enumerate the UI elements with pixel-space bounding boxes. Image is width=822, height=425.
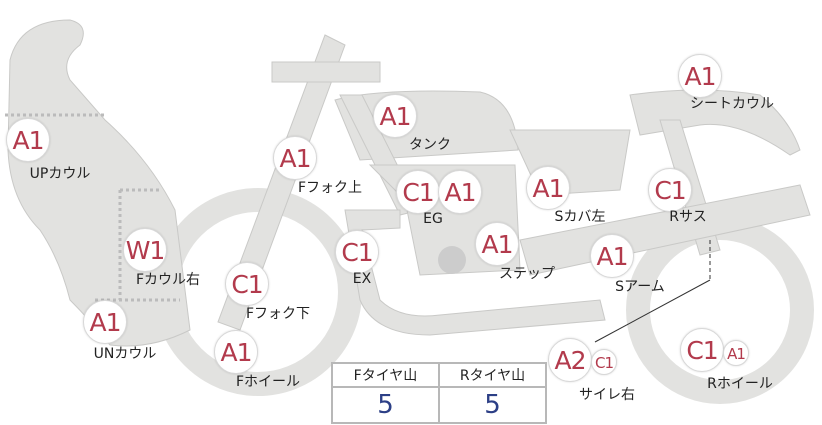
damage-code-badge: W1 (123, 228, 167, 272)
part-label: UPカウル (29, 166, 91, 182)
part-label: シートカウル (690, 96, 774, 112)
damage-code-badge: A1 (590, 234, 634, 278)
part-label: Fホイール (235, 374, 301, 390)
part-label: Sアーム (615, 279, 665, 295)
part-label: サイレ右 (579, 387, 635, 403)
rear-tire-value: 5 (438, 386, 547, 424)
part-label: EX (352, 271, 372, 287)
front-tire-value: 5 (331, 386, 440, 424)
front-tire-header: Fタイヤ山 (331, 362, 440, 388)
damage-code-badge: A1 (83, 300, 127, 344)
part-label: Rホイール (707, 376, 773, 392)
damage-code-badge: C1 (225, 262, 269, 306)
damage-code-badge: A1 (273, 136, 317, 180)
tire-tread-table: Fタイヤ山 Rタイヤ山 5 5 (331, 362, 547, 424)
damage-code-badge: A1 (6, 118, 50, 162)
damage-code-badge: A1 (678, 54, 722, 98)
part-label: Rサス (669, 209, 707, 225)
damage-code-badge: A1 (526, 166, 570, 210)
part-label: ステップ (499, 266, 555, 282)
damage-code-badge-small: A1 (723, 340, 749, 366)
damage-code-badge: A1 (475, 222, 519, 266)
part-label: Sカバ左 (554, 209, 606, 225)
damage-code-badge-small: C1 (591, 349, 617, 375)
damage-code-badge: A1 (438, 170, 482, 214)
damage-code-badge: C1 (680, 328, 724, 372)
part-label: EG (423, 211, 443, 227)
part-label: Fカウル右 (135, 272, 201, 288)
part-label: UNカウル (93, 346, 157, 362)
damage-code-badge: A2 (548, 338, 592, 382)
damage-code-badge: A1 (214, 330, 258, 374)
damage-code-badge: C1 (335, 230, 379, 274)
part-label: Fフォク上 (297, 180, 363, 196)
part-label: Fフォク下 (245, 306, 311, 322)
part-label: タンク (409, 137, 451, 153)
damage-code-badge: C1 (396, 170, 440, 214)
damage-code-badge: C1 (648, 168, 692, 212)
damage-code-badge: A1 (373, 94, 417, 138)
rear-tire-header: Rタイヤ山 (438, 362, 547, 388)
